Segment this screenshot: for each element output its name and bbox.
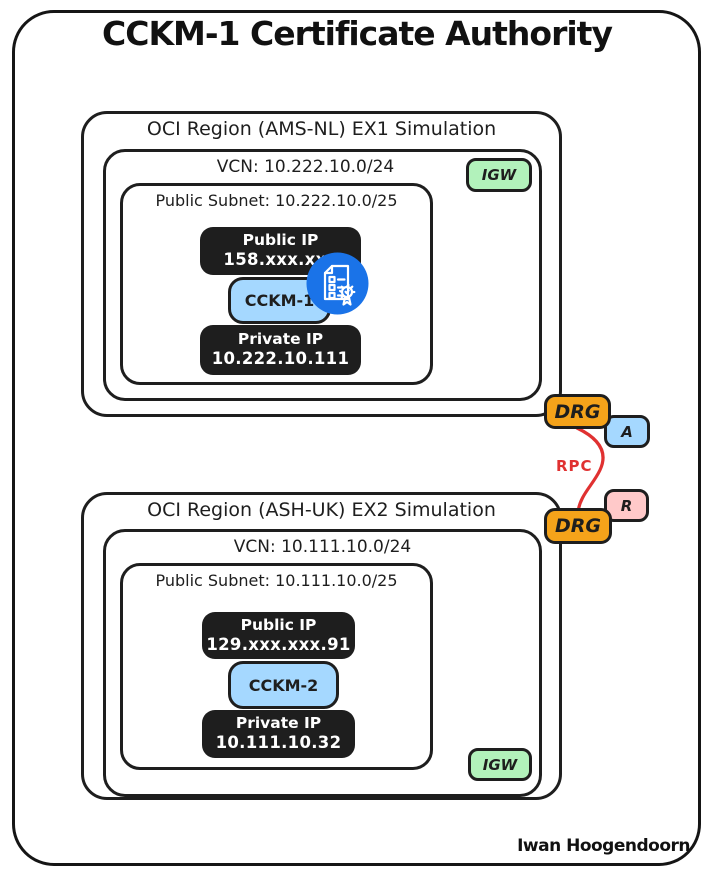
subnet-label-ex2: Public Subnet: 10.111.10.0/25 bbox=[155, 571, 398, 590]
attachment-a-label: A bbox=[621, 422, 633, 441]
rpc-link-line bbox=[575, 426, 605, 514]
attachment-a-badge: A bbox=[604, 415, 650, 448]
drg-box-top: DRG bbox=[544, 394, 611, 429]
region-title-ex2: OCI Region (ASH-UK) EX2 Simulation bbox=[147, 499, 496, 521]
public-ip-value-ex2: 129.xxx.xxx.91 bbox=[206, 634, 351, 654]
instance-label-cckm1: CCKM-1 bbox=[244, 291, 315, 310]
public-ip-title-ex2: Public IP bbox=[240, 615, 317, 634]
igw-box-ex1: IGW bbox=[466, 158, 532, 192]
public-ip-title-ex1: Public IP bbox=[242, 231, 319, 249]
subnet-label-ex1: Public Subnet: 10.222.10.0/25 bbox=[155, 191, 398, 210]
drg-label-bottom: DRG bbox=[555, 515, 601, 537]
vcn-label-ex2: VCN: 10.111.10.0/24 bbox=[233, 537, 412, 557]
private-ip-title-ex2: Private IP bbox=[235, 714, 322, 732]
instance-label-cckm2: CCKM-2 bbox=[248, 675, 319, 695]
author-credit: Iwan Hoogendoorn bbox=[517, 836, 690, 856]
certificate-icon bbox=[306, 252, 369, 315]
private-ip-title-ex1: Private IP bbox=[237, 330, 324, 348]
private-ip-value-ex2: 10.111.10.32 bbox=[215, 733, 342, 753]
instance-box-cckm2: CCKM-2 bbox=[228, 661, 339, 709]
public-ip-box-ex2: Public IP 129.xxx.xxx.91 bbox=[202, 612, 355, 659]
igw-label-ex2: IGW bbox=[482, 755, 518, 774]
private-ip-box-ex1: Private IP 10.222.10.111 bbox=[200, 325, 361, 375]
private-ip-box-ex2: Private IP 10.111.10.32 bbox=[202, 710, 355, 758]
attachment-r-label: R bbox=[620, 496, 633, 515]
igw-box-ex2: IGW bbox=[468, 748, 532, 781]
drg-box-bottom: DRG bbox=[544, 508, 612, 544]
page-title: CCKM-1 Certificate Authority bbox=[102, 14, 613, 53]
region-title-ex1: OCI Region (AMS-NL) EX1 Simulation bbox=[146, 118, 497, 140]
vcn-label-ex1: VCN: 10.222.10.0/24 bbox=[216, 157, 395, 177]
private-ip-value-ex1: 10.222.10.111 bbox=[211, 349, 350, 369]
public-ip-value-ex1: 158.xxx.xxx bbox=[223, 250, 338, 270]
igw-label-ex1: IGW bbox=[481, 166, 517, 184]
drg-label-top: DRG bbox=[554, 400, 601, 423]
rpc-label: RPC bbox=[556, 457, 593, 475]
